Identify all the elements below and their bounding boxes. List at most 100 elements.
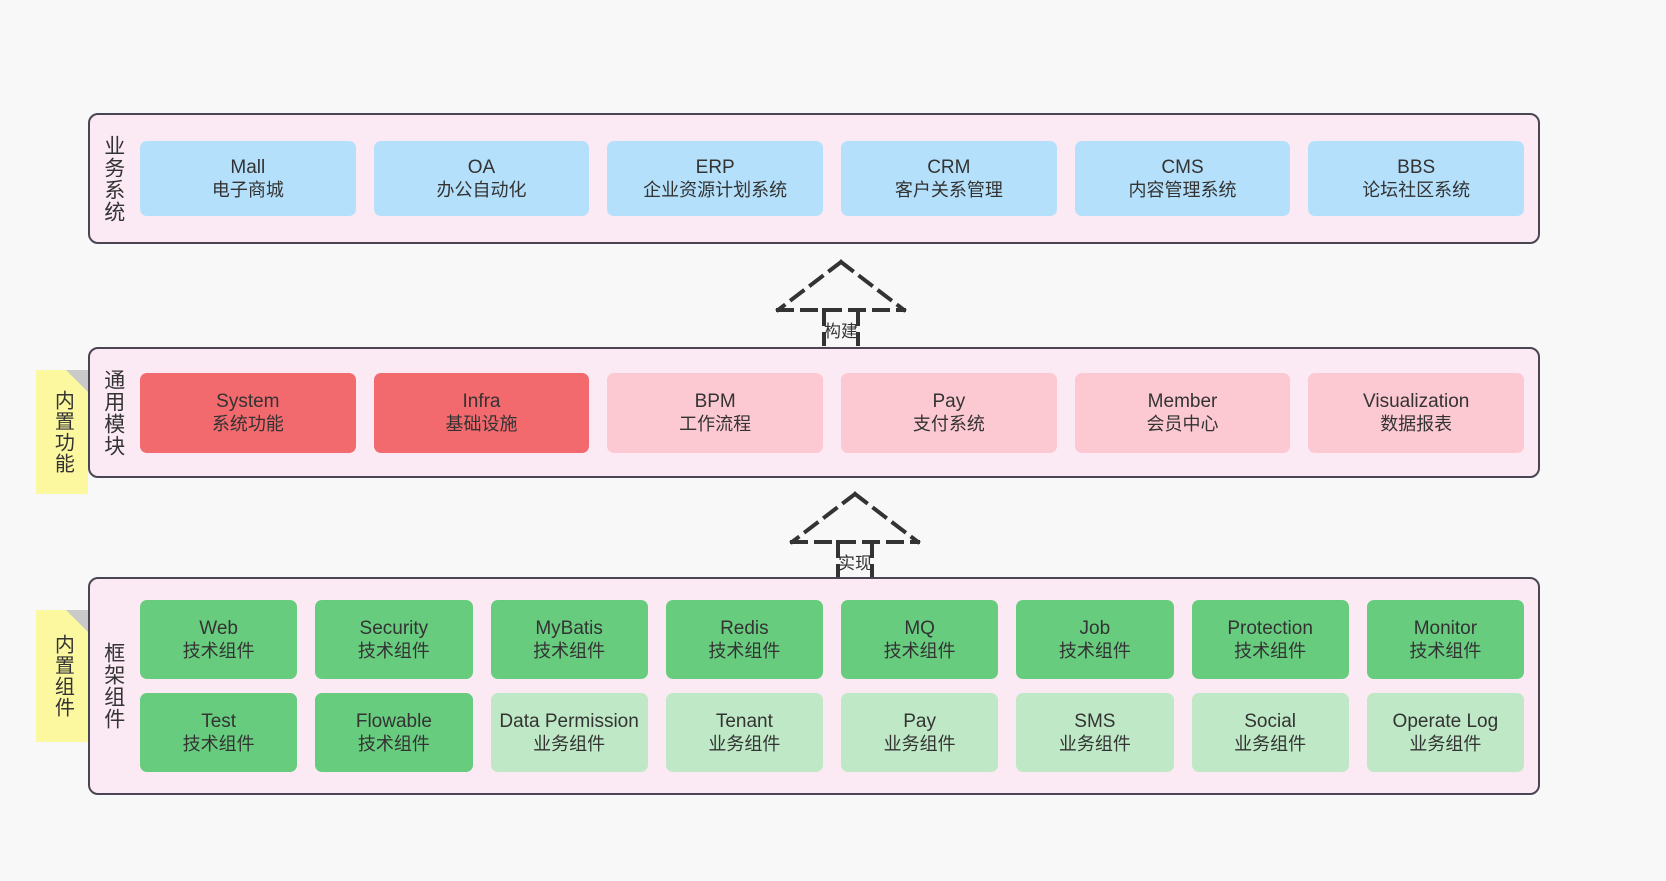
card-sms[interactable]: SMS 业务组件 xyxy=(1016,693,1174,772)
card-subtitle: 系统功能 xyxy=(211,414,284,435)
card-title: Operate Log xyxy=(1392,710,1499,732)
card-title: Redis xyxy=(720,617,769,639)
card-row: Mall 电子商城 OA 办公自动化 ERP 企业资源计划系统 CRM 客户关系… xyxy=(140,141,1525,216)
card-subtitle: 技术组件 xyxy=(182,641,255,662)
card-mq[interactable]: MQ 技术组件 xyxy=(841,600,999,679)
card-subtitle: 技术组件 xyxy=(883,641,956,662)
note-label: 内置功能 xyxy=(51,390,74,474)
card-subtitle: 业务组件 xyxy=(708,734,781,755)
card-title: MyBatis xyxy=(535,617,603,639)
card-row: Web 技术组件 Security 技术组件 MyBatis 技术组件 Redi… xyxy=(140,600,1524,679)
folded-corner-icon xyxy=(66,610,88,632)
card-title: Web xyxy=(199,617,238,639)
card-web[interactable]: Web 技术组件 xyxy=(140,600,298,679)
card-title: Data Permission xyxy=(499,710,639,732)
card-social[interactable]: Social 业务组件 xyxy=(1191,693,1349,772)
card-title: CMS xyxy=(1161,156,1204,178)
card-title: Visualization xyxy=(1363,390,1470,412)
layer-label-framework-components: 框架组件 xyxy=(101,642,125,730)
card-subtitle: 电子商城 xyxy=(211,180,284,201)
card-data-permission[interactable]: Data Permission 业务组件 xyxy=(490,693,648,772)
card-subtitle: 技术组件 xyxy=(1234,641,1307,662)
card-title: Social xyxy=(1244,710,1296,732)
card-monitor[interactable]: Monitor 技术组件 xyxy=(1366,600,1524,679)
card-subtitle: 技术组件 xyxy=(357,734,430,755)
card-subtitle: 内容管理系统 xyxy=(1128,180,1237,201)
card-bpm[interactable]: BPM 工作流程 xyxy=(607,372,824,453)
note-builtin-component[interactable]: 内置组件 xyxy=(36,610,88,742)
card-subtitle: 会员中心 xyxy=(1146,414,1219,435)
card-title: BBS xyxy=(1397,156,1436,178)
layer-business-systems: 业务系统 Mall 电子商城 OA 办公自动化 ERP 企业资源计划系统 CRM… xyxy=(88,113,1540,244)
card-title: SMS xyxy=(1074,710,1116,732)
layer-framework-components: 框架组件 Web 技术组件 Security 技术组件 MyBatis 技术组件… xyxy=(88,577,1540,795)
card-subtitle: 办公自动化 xyxy=(436,180,527,201)
layer-body-framework-components: Web 技术组件 Security 技术组件 MyBatis 技术组件 Redi… xyxy=(136,579,1538,793)
card-visualization[interactable]: Visualization 数据报表 xyxy=(1308,372,1525,453)
card-subtitle: 业务组件 xyxy=(1234,734,1307,755)
card-row: System 系统功能 Infra 基础设施 BPM 工作流程 Pay 支付系统… xyxy=(140,372,1525,453)
card-title: Mall xyxy=(230,156,266,178)
card-operate-log[interactable]: Operate Log 业务组件 xyxy=(1366,693,1524,772)
card-mall[interactable]: Mall 电子商城 xyxy=(140,141,356,216)
layer-common-modules: 通用模块 System 系统功能 Infra 基础设施 BPM 工作流程 Pay… xyxy=(88,347,1540,478)
card-subtitle: 工作流程 xyxy=(679,414,752,435)
card-crm[interactable]: CRM 客户关系管理 xyxy=(841,141,1057,216)
card-job[interactable]: Job 技术组件 xyxy=(1016,600,1174,679)
card-title: Security xyxy=(359,617,429,639)
card-security[interactable]: Security 技术组件 xyxy=(315,600,473,679)
card-subtitle: 技术组件 xyxy=(708,641,781,662)
card-pay-business[interactable]: Pay 业务组件 xyxy=(841,693,999,772)
folded-corner-icon xyxy=(66,370,88,392)
card-subtitle: 客户关系管理 xyxy=(894,180,1003,201)
card-tenant[interactable]: Tenant 业务组件 xyxy=(665,693,823,772)
card-subtitle: 技术组件 xyxy=(182,734,255,755)
card-title: Test xyxy=(201,710,237,732)
card-title: Job xyxy=(1079,617,1111,639)
card-title: CRM xyxy=(927,156,971,178)
card-subtitle: 支付系统 xyxy=(912,414,985,435)
card-subtitle: 数据报表 xyxy=(1380,414,1453,435)
layer-label-business-systems: 业务系统 xyxy=(101,134,125,223)
card-oa[interactable]: OA 办公自动化 xyxy=(373,141,590,216)
card-subtitle: 业务组件 xyxy=(883,734,956,755)
card-subtitle: 论坛社区系统 xyxy=(1362,180,1471,201)
card-infra[interactable]: Infra 基础设施 xyxy=(373,372,590,453)
card-subtitle: 基础设施 xyxy=(445,414,518,435)
card-title: Protection xyxy=(1227,617,1313,639)
card-subtitle: 企业资源计划系统 xyxy=(643,180,788,201)
note-builtin-function[interactable]: 内置功能 xyxy=(36,370,88,494)
card-cms[interactable]: CMS 内容管理系统 xyxy=(1074,141,1291,216)
card-title: Member xyxy=(1147,390,1218,412)
arrow-build: 构建 xyxy=(756,258,926,346)
card-title: Flowable xyxy=(355,710,432,732)
card-flowable[interactable]: Flowable 技术组件 xyxy=(315,693,473,772)
card-subtitle: 业务组件 xyxy=(1409,734,1482,755)
card-title: OA xyxy=(467,156,496,178)
card-subtitle: 技术组件 xyxy=(533,641,606,662)
card-bbs[interactable]: BBS 论坛社区系统 xyxy=(1308,141,1525,216)
card-pay[interactable]: Pay 支付系统 xyxy=(841,372,1057,453)
arrow-realize-label: 实现 xyxy=(838,554,872,573)
card-mybatis[interactable]: MyBatis 技术组件 xyxy=(490,600,648,679)
layer-body-business-systems: Mall 电子商城 OA 办公自动化 ERP 企业资源计划系统 CRM 客户关系… xyxy=(136,115,1538,242)
card-title: Monitor xyxy=(1413,617,1478,639)
card-protection[interactable]: Protection 技术组件 xyxy=(1191,600,1349,679)
card-title: MQ xyxy=(904,617,935,639)
card-redis[interactable]: Redis 技术组件 xyxy=(665,600,823,679)
card-erp[interactable]: ERP 企业资源计划系统 xyxy=(607,141,824,216)
arrow-build-label: 构建 xyxy=(824,322,858,341)
card-subtitle: 业务组件 xyxy=(533,734,606,755)
card-system[interactable]: System 系统功能 xyxy=(140,372,356,453)
card-subtitle: 技术组件 xyxy=(1058,641,1131,662)
card-title: Infra xyxy=(462,390,501,412)
card-title: BPM xyxy=(694,390,736,412)
layer-body-common-modules: System 系统功能 Infra 基础设施 BPM 工作流程 Pay 支付系统… xyxy=(136,349,1538,476)
card-member[interactable]: Member 会员中心 xyxy=(1074,372,1291,453)
card-subtitle: 技术组件 xyxy=(357,641,430,662)
card-subtitle: 技术组件 xyxy=(1409,641,1482,662)
card-test[interactable]: Test 技术组件 xyxy=(140,693,298,772)
card-title: System xyxy=(216,390,280,412)
arrow-realize: 实现 xyxy=(770,490,940,578)
